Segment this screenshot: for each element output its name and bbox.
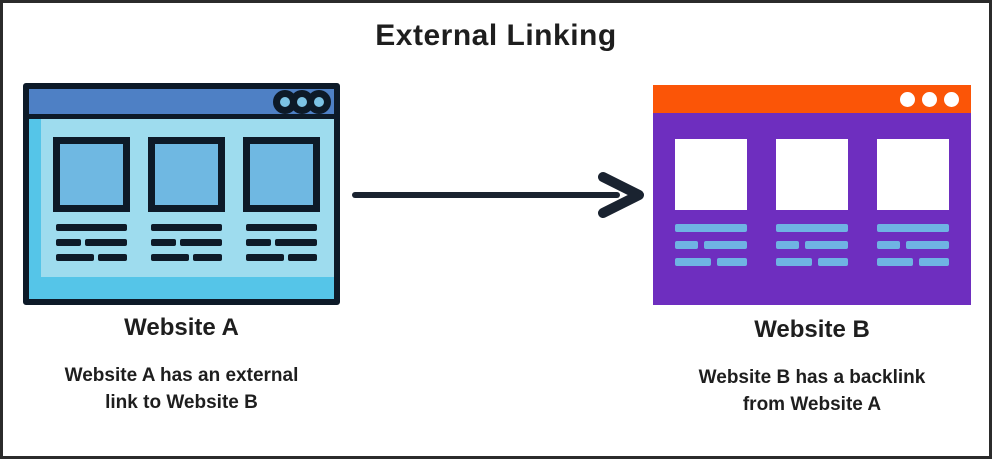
text-line bbox=[98, 254, 127, 261]
website-a-titlebar bbox=[29, 89, 334, 119]
text-lines bbox=[56, 224, 127, 261]
window-circle-icon bbox=[944, 91, 959, 107]
text-line bbox=[675, 241, 698, 249]
text-line bbox=[906, 241, 949, 249]
content-thumbnail bbox=[148, 137, 225, 212]
content-thumbnail bbox=[675, 139, 747, 210]
text-line bbox=[704, 241, 747, 249]
text-line bbox=[56, 224, 127, 231]
window-circle-icon bbox=[900, 91, 915, 107]
text-line bbox=[675, 224, 747, 232]
text-line bbox=[675, 258, 711, 266]
caption-line: from Website A bbox=[742, 394, 882, 415]
website-b-columns bbox=[675, 139, 949, 275]
content-column bbox=[243, 137, 320, 269]
text-lines bbox=[246, 224, 317, 261]
caption-line: Website B has a backlink bbox=[698, 367, 926, 388]
external-link-arrow-icon bbox=[352, 172, 644, 218]
text-line bbox=[246, 224, 317, 231]
page-title: External Linking bbox=[375, 19, 617, 52]
website-b-titlebar bbox=[653, 85, 971, 113]
text-line bbox=[919, 258, 949, 266]
website-b-caption: Website B has a backlink from Website A bbox=[643, 364, 981, 418]
content-column bbox=[53, 137, 130, 269]
text-line bbox=[56, 239, 81, 246]
text-line bbox=[246, 254, 284, 261]
text-line bbox=[776, 224, 848, 232]
content-column bbox=[675, 139, 747, 275]
caption-line: Website A has an external bbox=[64, 365, 299, 386]
website-a-body bbox=[29, 119, 334, 299]
window-circle-icon bbox=[307, 89, 331, 114]
text-line bbox=[717, 258, 747, 266]
text-line bbox=[180, 239, 222, 246]
content-thumbnail bbox=[877, 139, 949, 210]
website-a-caption: Website A has an external link to Websit… bbox=[11, 362, 352, 416]
content-thumbnail bbox=[776, 139, 848, 210]
website-b-label: Website B bbox=[754, 316, 870, 343]
text-line bbox=[818, 258, 848, 266]
text-line bbox=[193, 254, 222, 261]
content-thumbnail bbox=[53, 137, 130, 212]
website-a-illustration bbox=[23, 83, 340, 305]
text-line bbox=[151, 224, 222, 231]
text-line bbox=[776, 241, 799, 249]
window-circle-icon bbox=[922, 91, 937, 107]
text-line bbox=[151, 239, 176, 246]
text-line bbox=[85, 239, 127, 246]
text-line bbox=[877, 224, 949, 232]
text-line bbox=[877, 241, 900, 249]
website-a-label: Website A bbox=[124, 314, 239, 341]
content-column bbox=[148, 137, 225, 269]
text-line bbox=[805, 241, 848, 249]
text-line bbox=[877, 258, 913, 266]
content-thumbnail bbox=[243, 137, 320, 212]
text-line bbox=[776, 258, 812, 266]
text-line bbox=[151, 254, 189, 261]
text-line bbox=[56, 254, 94, 261]
website-a-columns bbox=[53, 137, 320, 269]
text-line bbox=[275, 239, 317, 246]
content-column bbox=[877, 139, 949, 275]
website-b-body bbox=[653, 113, 971, 305]
text-line bbox=[288, 254, 317, 261]
website-b-illustration bbox=[653, 85, 971, 305]
content-column bbox=[776, 139, 848, 275]
caption-line: link to Website B bbox=[105, 392, 258, 413]
text-line bbox=[246, 239, 271, 246]
text-lines bbox=[151, 224, 222, 261]
